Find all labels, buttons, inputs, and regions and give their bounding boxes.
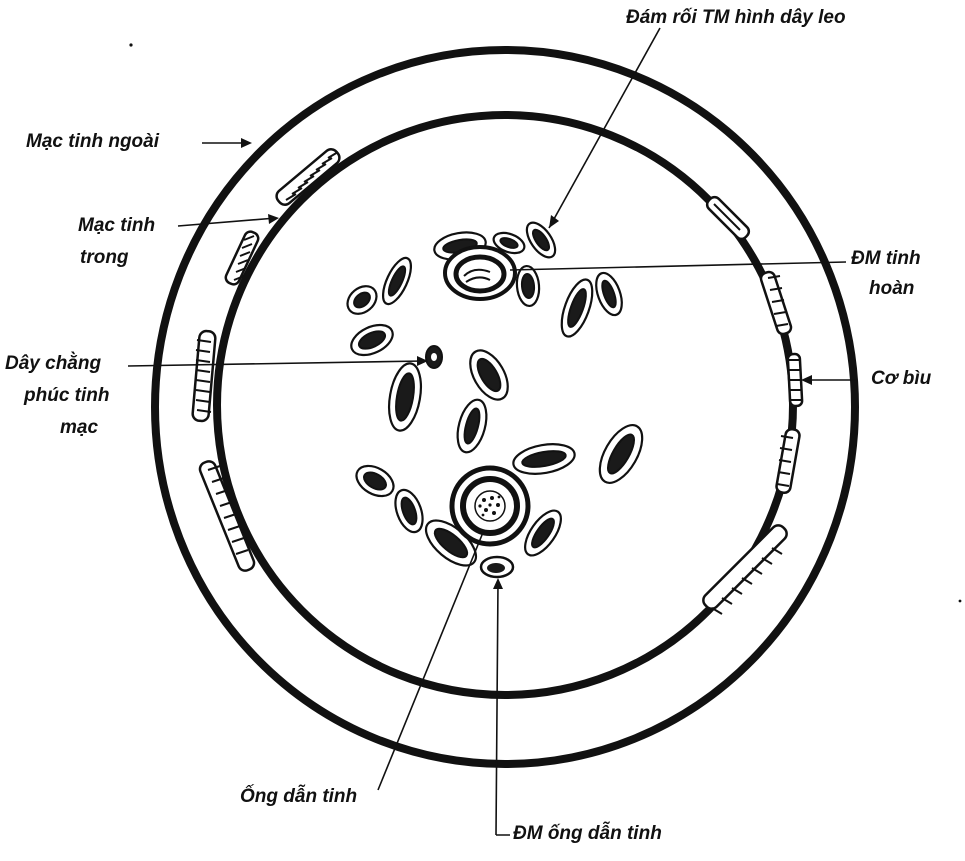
internal-fascia-leader (178, 218, 276, 226)
label-external-spermatic-fascia: Mạc tinh ngoài (26, 130, 159, 154)
label-internal-spermatic-fascia-line1: Mạc tinh (78, 214, 155, 238)
label-ductus-deferens-artery: ĐM ống dẫn tinh (513, 822, 662, 846)
vein (521, 218, 560, 262)
label-testicular-artery-line1: ĐM tinh (851, 247, 921, 271)
arrowhead (801, 375, 812, 385)
label-testicular-artery-line2: hoàn (869, 277, 914, 301)
vein (342, 281, 382, 320)
ductus-deferens-section (452, 468, 528, 544)
label-internal-spermatic-fascia-line2: trong (80, 246, 129, 270)
label-cremaster: Cơ bìu (871, 367, 931, 391)
vestige-leader (128, 361, 424, 366)
vein (351, 460, 399, 503)
processus-vaginalis-vestige (426, 346, 442, 368)
arrowhead (549, 215, 559, 228)
ductus-leader (378, 530, 484, 790)
speck (959, 600, 962, 603)
vein (377, 254, 416, 308)
label-pampiniform-plexus: Đám rối TM hình dây leo (626, 6, 846, 30)
speck (129, 43, 132, 46)
external-spermatic-fascia-ring (155, 50, 855, 764)
vein (390, 486, 428, 536)
vein (347, 319, 398, 361)
label-vestige-line3: mạc (60, 416, 98, 440)
testicular-artery-leader (510, 262, 846, 270)
arrowhead (493, 578, 503, 589)
arrowhead (241, 138, 252, 148)
label-vestige-line1: Dây chằng (5, 352, 101, 376)
testicular-artery-section (445, 247, 515, 299)
vein (591, 270, 627, 319)
vein (463, 344, 516, 406)
vein (452, 397, 491, 456)
vein (515, 265, 540, 307)
vein (511, 440, 577, 478)
vein (591, 418, 651, 489)
label-ductus-deferens: Ống dẫn tinh (240, 785, 357, 809)
vein (384, 361, 425, 433)
ductus-artery-leader (496, 582, 510, 835)
vein (555, 276, 598, 341)
ductus-artery-section (481, 557, 513, 577)
label-vestige-line2: phúc tinh (24, 384, 109, 408)
